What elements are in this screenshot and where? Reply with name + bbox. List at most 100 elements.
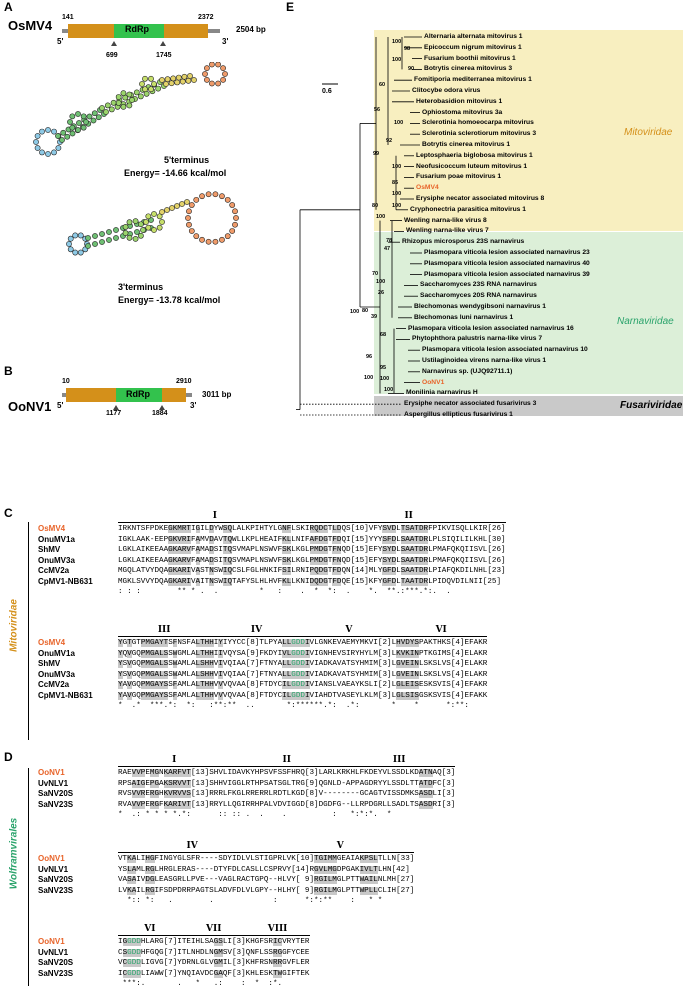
nucleotide-dot xyxy=(85,235,91,241)
nucleotide-dot xyxy=(205,191,212,198)
nucleotide-dot xyxy=(199,193,205,200)
nucleotide-dot xyxy=(92,233,98,239)
bootstrap-value: 78 xyxy=(386,238,392,244)
sequence-name: CcMV2a xyxy=(38,566,70,575)
nucleotide-dot xyxy=(204,65,210,72)
mitoviridae-background xyxy=(374,30,683,231)
fusariviridae-label: Fusariviridae xyxy=(620,400,683,411)
nucleotide-dot xyxy=(104,102,111,109)
tree-taxon-label: Plasmopara viticola lesion associated na… xyxy=(424,249,590,256)
nucleotide-dot xyxy=(159,219,165,225)
nucleotide-dot xyxy=(51,149,57,156)
tree-taxon-label: Leptosphaeria biglobosa mitovirus 1 xyxy=(416,151,533,159)
nucleotide-dot xyxy=(187,73,193,79)
nucleotide-dot xyxy=(145,224,152,231)
sequence-name: OoNV1 xyxy=(38,854,65,863)
nucleotide-dot xyxy=(229,228,236,234)
tree-taxon-label: Epicoccum nigrum mitovirus 1 xyxy=(424,43,522,51)
tree-taxon-label: Fomitiporia mediterranea mitovirus 1 xyxy=(414,76,532,84)
nucleotide-dot xyxy=(148,86,154,93)
sequence-residues: IGGDDHLARG[7]ITEIHLSAGSLI[3]KHGFSRICVRYT… xyxy=(118,938,310,946)
nucleotide-dot xyxy=(91,110,98,117)
nucleotide-dot xyxy=(45,127,51,133)
oonv1-length: 3011 bp xyxy=(202,390,232,399)
nucleotide-dot xyxy=(126,219,133,226)
nucleotide-dot xyxy=(137,93,144,100)
tree-taxon-label: Phytophthora palustris narna-like virus … xyxy=(412,335,543,343)
nucleotide-dot xyxy=(151,211,157,217)
tree-taxon-label: Neofusicoccum luteum mitovirus 1 xyxy=(416,162,528,170)
mitoviridae-bracket xyxy=(28,522,29,740)
bootstrap-value: 100 xyxy=(350,309,359,315)
motif-label: VII xyxy=(206,924,222,934)
bootstrap-value: 100 xyxy=(364,375,373,381)
nucleotide-dot xyxy=(229,202,236,208)
nucleotide-dot xyxy=(205,238,212,245)
oonv1-3prime: 3' xyxy=(190,401,197,410)
sequence-name: OnuMV1a xyxy=(38,534,75,544)
bootstrap-value: 60 xyxy=(379,82,385,88)
nucleotide-dot xyxy=(179,201,185,207)
nucleotide-dot xyxy=(85,243,91,249)
nucleotide-dot xyxy=(188,202,195,208)
nucleotide-dot xyxy=(132,218,139,225)
three-energy-label: Energy= -13.78 kcal/mol xyxy=(118,295,221,305)
nucleotide-dot xyxy=(174,79,181,86)
nucleotide-dot xyxy=(209,62,215,68)
tree-taxon-label: Wenling narna-like virus 8 xyxy=(404,216,487,224)
nucleotide-dot xyxy=(39,128,45,135)
nucleotide-dot xyxy=(51,128,57,135)
nucleotide-dot xyxy=(39,149,45,156)
sequence-residues: VASAIVDGLEASGRLLPVE---VAGLRACTGPQ--HLVY[… xyxy=(118,876,415,884)
nucleotide-dot xyxy=(55,133,61,139)
nucleotide-dot xyxy=(72,232,79,239)
nucleotide-dot xyxy=(156,224,163,231)
tree-taxon-label: Monilinia narnavirus H xyxy=(406,389,478,397)
wolframvirales-bracket xyxy=(28,768,29,986)
nucleotide-dot xyxy=(212,191,219,198)
nucleotide-dot xyxy=(95,114,102,121)
tree-taxon-label: Botrytis cinerea mitovirus 3 xyxy=(424,65,513,73)
bootstrap-value: 92 xyxy=(386,138,392,144)
nucleotide-dot xyxy=(77,249,84,256)
tree-scale-label: 0.6 xyxy=(322,88,332,95)
motif-bar xyxy=(118,522,506,523)
nucleotide-dot xyxy=(77,232,84,239)
nucleotide-dot xyxy=(126,91,133,98)
tree-taxon-label: Fusarium boothii mitovirus 1 xyxy=(424,54,516,62)
nucleotide-dot xyxy=(163,81,169,87)
tree-taxon-label: Erysiphe necator associated fusarivirus … xyxy=(404,400,537,408)
sequence-residues: RPSAIGEPGAKSRVVT[13]SHHVIGGLRTHPSATSGLTR… xyxy=(118,779,456,788)
nucleotide-dot xyxy=(83,119,89,125)
bootstrap-value: 100 xyxy=(380,376,389,382)
tree-taxon-label: Sclerotinia homoeocarpa mitovirus xyxy=(422,119,534,127)
sequence-name: UvNLV1 xyxy=(38,778,69,788)
tree-taxon-label: Heterobasidion mitovirus 1 xyxy=(416,97,503,105)
consensus-line: *:: *: . . : *:*:** : * * xyxy=(118,897,383,905)
tree-taxon-label: Plasmopara viticola lesion associated na… xyxy=(408,324,574,332)
nucleotide-dot xyxy=(80,113,87,120)
nucleotide-dot xyxy=(212,238,219,245)
nucleotide-dot xyxy=(215,62,221,68)
bootstrap-value: 70 xyxy=(372,271,378,277)
sequence-residues: MGKLSVVYDQAGKARIVAITNSWIQTAFYSLHLHVFKLLK… xyxy=(118,577,502,586)
tree-taxon-label: Saccharomyces 20S RNA narnavirus xyxy=(420,292,537,300)
sequence-name: CpMV1-NB631 xyxy=(38,576,93,586)
sequence-name: SaNV23S xyxy=(38,799,74,809)
consensus-line: : : : ** * . . * : . * *: . *. **.:***.*… xyxy=(118,588,451,596)
nucleotide-dot xyxy=(186,221,192,228)
sequence-name: OoNV1 xyxy=(38,937,65,946)
nucleotide-dot xyxy=(120,90,127,97)
sequence-name: OoNV1 xyxy=(38,768,65,777)
bootstrap-value: 80 xyxy=(372,203,378,209)
narnaviridae-label: Narnaviridae xyxy=(617,316,674,327)
motif-label: II xyxy=(404,511,413,521)
sequence-name: SaNV23S xyxy=(38,885,74,895)
nucleotide-dot xyxy=(137,232,144,239)
sequence-name: OnuMV1a xyxy=(38,648,75,658)
fusariviridae-background xyxy=(374,396,683,416)
three-prime-structure xyxy=(66,191,239,256)
bootstrap-value: 100 xyxy=(392,203,401,209)
nucleotide-dot xyxy=(151,227,157,233)
oonv1-5prime: 5' xyxy=(57,401,64,410)
